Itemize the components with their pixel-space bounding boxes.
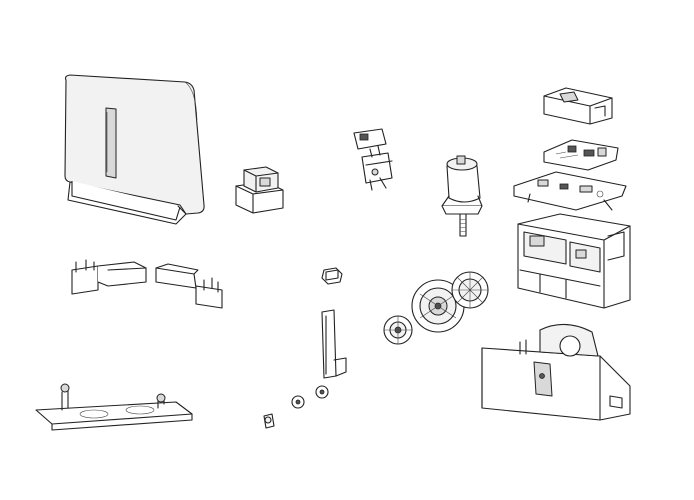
cover-housing[interactable] (64, 74, 205, 225)
lock-cylinder[interactable] (291, 395, 305, 409)
electric-motor[interactable] (441, 155, 483, 237)
foundation-plate[interactable] (35, 383, 193, 431)
output-gear-assembly[interactable] (411, 271, 489, 333)
control-board-large[interactable] (513, 171, 627, 211)
limit-bracket-right[interactable] (155, 263, 223, 309)
worm-gear[interactable] (383, 315, 413, 345)
control-board-cover[interactable] (543, 87, 613, 125)
transformer[interactable] (235, 166, 284, 214)
release-lever[interactable] (315, 309, 347, 399)
gearbox-base[interactable] (481, 323, 631, 421)
control-board-small[interactable] (543, 139, 619, 171)
limit-bracket-left[interactable] (71, 259, 147, 295)
small-gear[interactable] (321, 267, 343, 285)
limit-switch-assembly[interactable] (353, 128, 393, 191)
board-support-frame[interactable] (517, 213, 631, 309)
lock-key[interactable] (263, 413, 275, 429)
